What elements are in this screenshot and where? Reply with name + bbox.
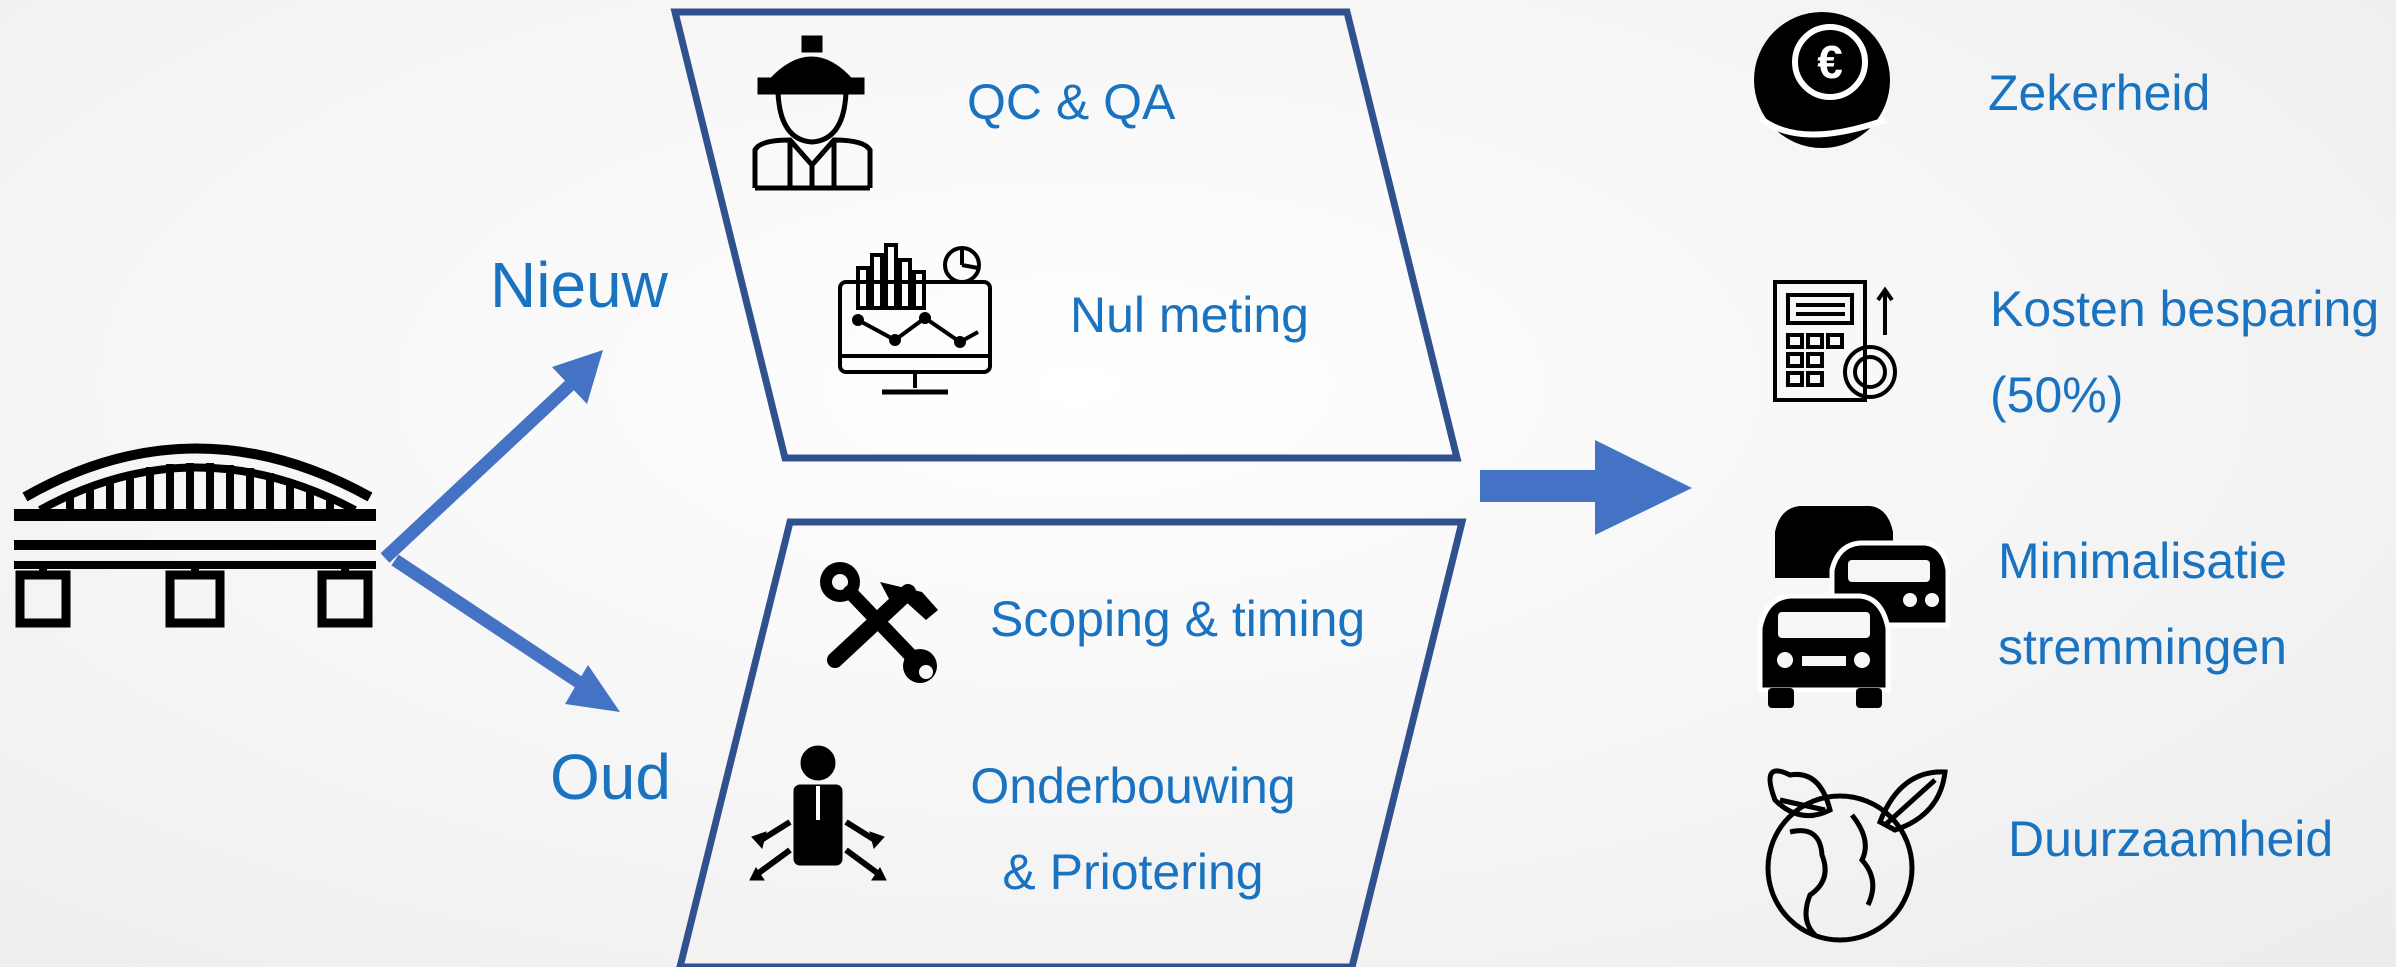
- item-label-onderbouwing-line1: Onderbouwing: [970, 758, 1296, 814]
- euro-hand-icon: €: [1754, 12, 1890, 148]
- benefit-label-minimalisatie: Minimalisatie stremmingen: [1998, 518, 2287, 690]
- item-label-onderbouwing-line2: & Priotering: [1002, 844, 1264, 900]
- item-label-onderbouwing: Onderbouwing & Priotering: [958, 743, 1308, 915]
- item-label-scoping-timing: Scoping & timing: [990, 591, 1366, 647]
- arrow-to-old: [391, 554, 584, 689]
- benefit-label-duurzaamheid: Duurzaamheid: [2008, 811, 2334, 867]
- result-arrow: [1480, 440, 1692, 535]
- arrow-to-new-head: [552, 350, 603, 404]
- item-label-qc-qa: QC & QA: [967, 74, 1176, 130]
- arrow-to-new: [380, 380, 575, 563]
- decision-person-icon: [749, 745, 887, 881]
- item-label-nul-meting: Nul meting: [1070, 287, 1309, 343]
- benefit-label-minimalisatie-line2: stremmingen: [1998, 619, 2287, 675]
- branch-arrows: [380, 350, 620, 712]
- benefit-label-kosten-line1: Kosten besparing: [1990, 281, 2380, 337]
- new-approach-box: [670, 8, 1462, 462]
- benefit-label-kosten: Kosten besparing (50%): [1990, 266, 2379, 438]
- traffic-cars-icon: [1757, 506, 1951, 708]
- calculator-coin-icon: [1773, 280, 1897, 402]
- benefit-label-minimalisatie-line1: Minimalisatie: [1998, 533, 2287, 589]
- benefit-label-kosten-line2: (50%): [1990, 367, 2124, 423]
- arrow-to-old-head: [565, 665, 620, 712]
- branch-label-new: Nieuw: [490, 249, 668, 321]
- eco-globe-icon: [1765, 768, 1948, 943]
- benefit-label-zekerheid: Zekerheid: [1988, 65, 2211, 121]
- monitor-chart-icon: [838, 243, 992, 395]
- old-approach-box: [676, 518, 1467, 967]
- bridge-icon: [14, 443, 376, 628]
- construction-worker-icon: [752, 35, 873, 191]
- branch-label-old: Oud: [550, 741, 671, 813]
- wrench-hammer-icon: [820, 562, 938, 683]
- svg-text:€: €: [1817, 36, 1843, 88]
